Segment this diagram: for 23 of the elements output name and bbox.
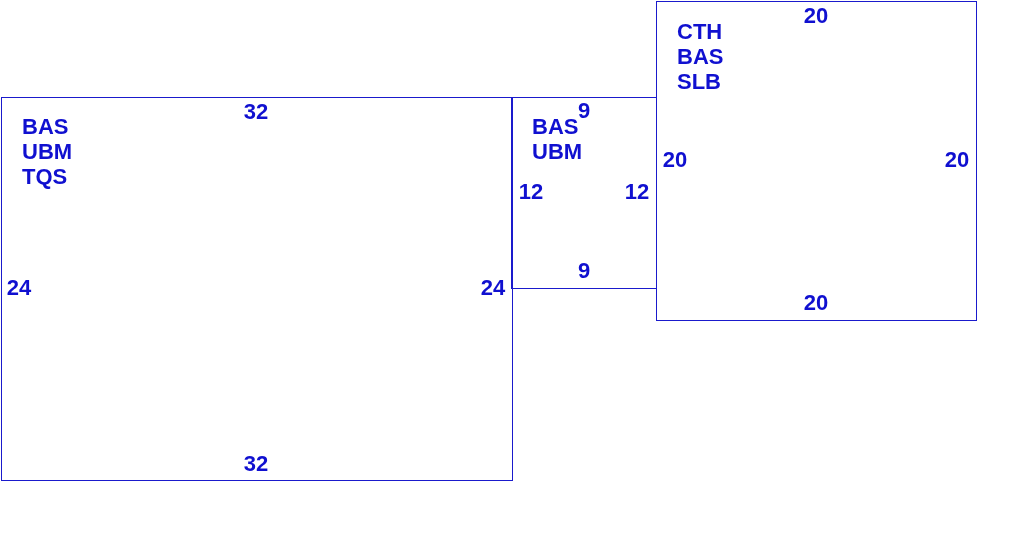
dimension-label: 20 bbox=[803, 291, 829, 315]
room-outline bbox=[511, 97, 657, 289]
dimension-label: 24 bbox=[480, 276, 506, 300]
dimension-label: 20 bbox=[662, 148, 688, 172]
dimension-label: 9 bbox=[577, 99, 591, 123]
room-code: UBM bbox=[22, 139, 73, 164]
dimension-label: 20 bbox=[944, 148, 970, 172]
room-code: TQS bbox=[22, 164, 68, 189]
room-code: SLB bbox=[677, 69, 721, 94]
room-code: CTH bbox=[677, 19, 723, 44]
dimension-label: 12 bbox=[518, 180, 544, 204]
room-code: BAS bbox=[532, 114, 579, 139]
dimension-label: 32 bbox=[243, 452, 269, 476]
dimension-label: 20 bbox=[803, 4, 829, 28]
room-outline bbox=[1, 97, 513, 481]
room-code: UBM bbox=[532, 139, 583, 164]
dimension-label: 12 bbox=[624, 180, 650, 204]
dimension-label: 9 bbox=[577, 259, 591, 283]
room-code: BAS bbox=[22, 114, 69, 139]
dimension-label: 32 bbox=[243, 100, 269, 124]
room-outline bbox=[656, 1, 977, 321]
room-code: BAS bbox=[677, 44, 724, 69]
dimension-label: 24 bbox=[6, 276, 32, 300]
